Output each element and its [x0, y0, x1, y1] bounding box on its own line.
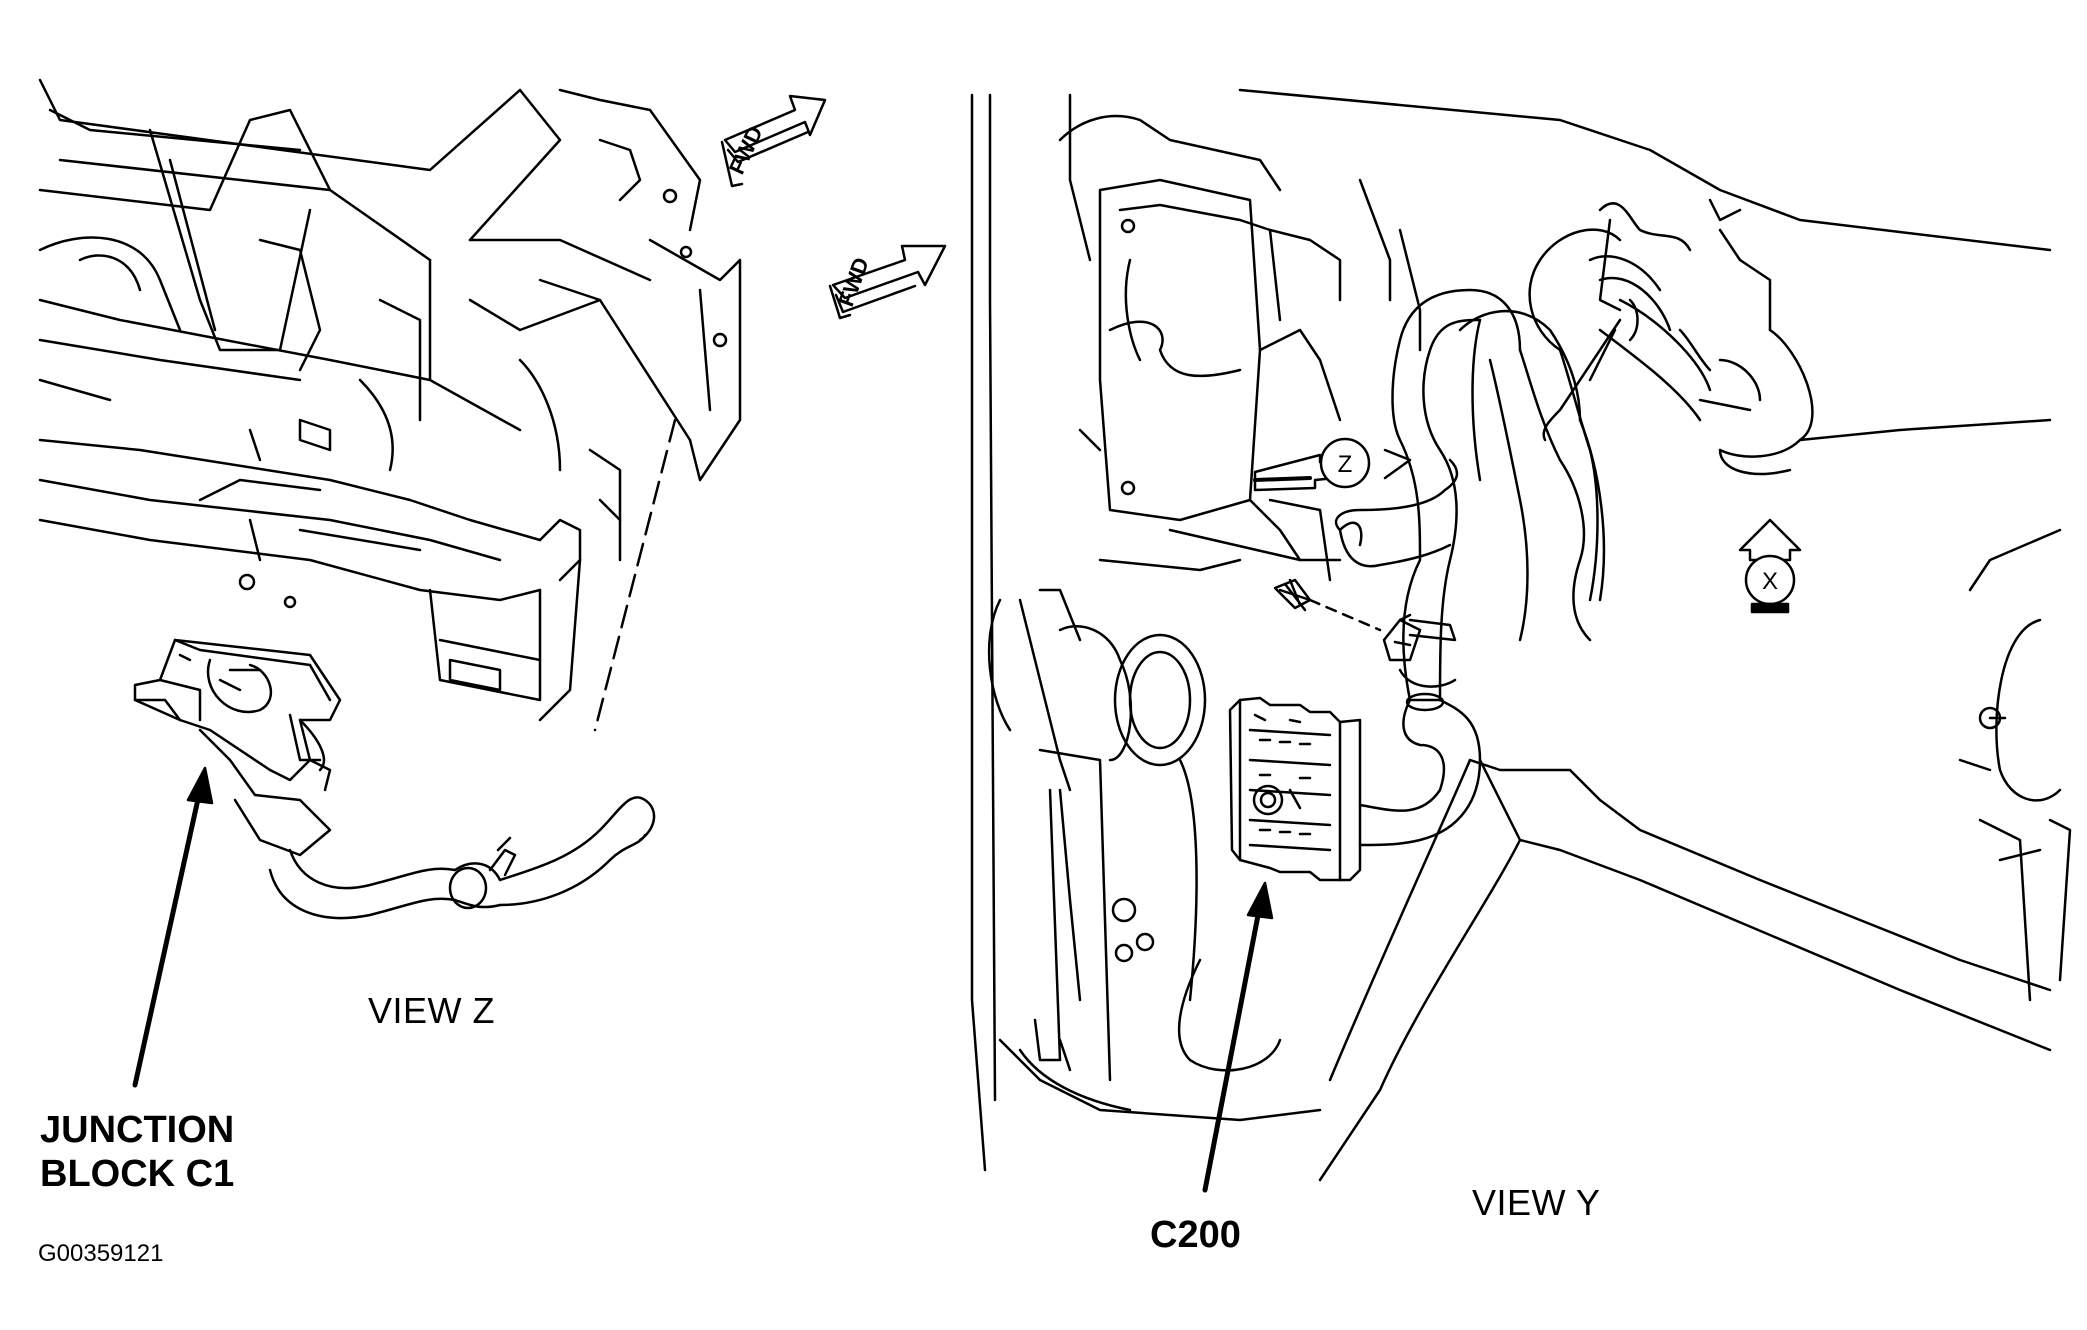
c200-label: C200 [1150, 1214, 1241, 1256]
junction-block-leader-arrow-icon [132, 766, 214, 1088]
body-structure-view-y [970, 88, 2072, 1182]
guide-line [593, 418, 677, 732]
svg-text:FWD: FWD [724, 122, 768, 178]
junction-block-c1 [133, 638, 342, 857]
wire-harness-view-z [268, 796, 656, 920]
wire-harness-view-y [1273, 202, 1712, 847]
c200-leader-arrow-icon [1202, 881, 1274, 1193]
instrument-panel-structure [38, 78, 742, 722]
fwd-arrow-icon: FWD [720, 94, 827, 188]
figure-code: G00359121 [38, 1240, 164, 1267]
svg-text:X: X [1762, 568, 1778, 595]
fwd-arrow-icon: FWD [828, 244, 947, 320]
view-y-label: VIEW Y [1472, 1182, 1601, 1223]
junction-block-c1-label: JUNCTION BLOCK C1 [40, 1108, 234, 1196]
c200-connector [1228, 696, 1362, 882]
view-x-marker-icon: X [1738, 518, 1802, 614]
junction-block-label-line2: BLOCK C1 [40, 1153, 235, 1195]
junction-block-label-line1: JUNCTION [40, 1109, 235, 1151]
view-z-marker-icon: Z [1253, 437, 1412, 492]
svg-text:Z: Z [1338, 451, 1353, 478]
view-z-label: VIEW Z [368, 990, 495, 1031]
